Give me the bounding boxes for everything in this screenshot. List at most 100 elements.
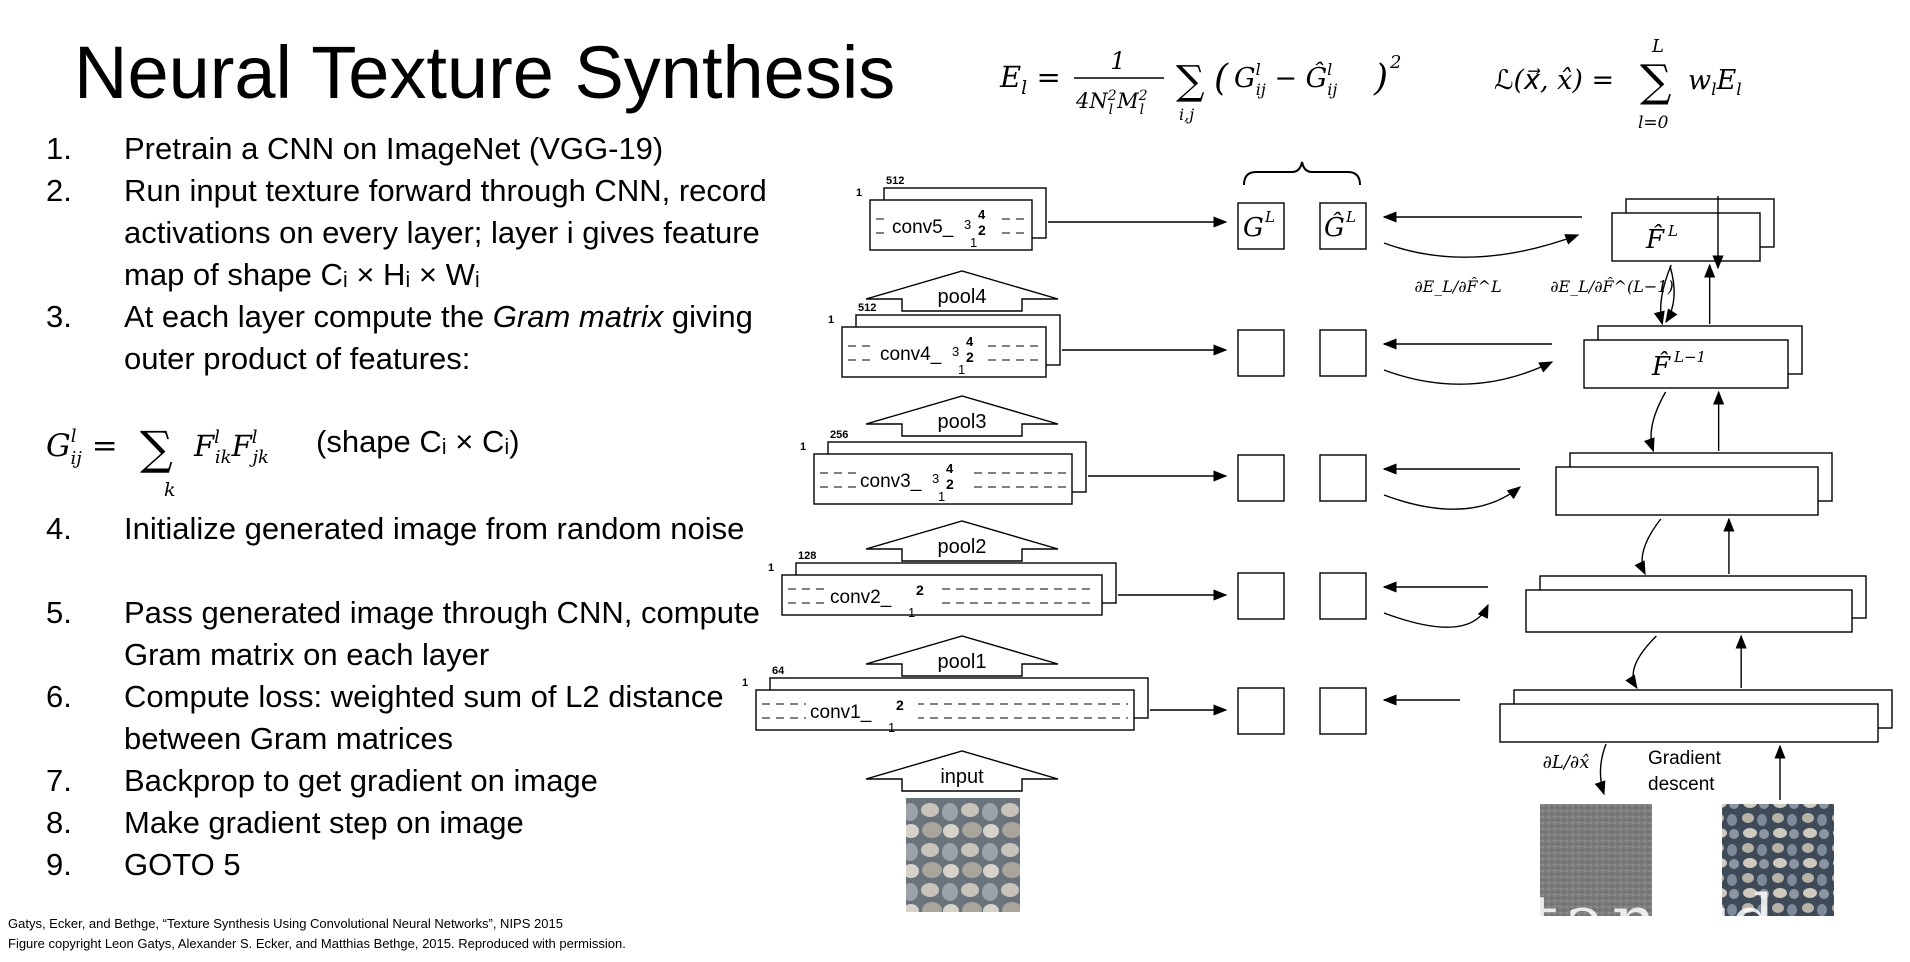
gram-box bbox=[1237, 454, 1285, 502]
gram-hat-box bbox=[1319, 687, 1367, 735]
gram-box bbox=[1237, 572, 1285, 620]
pool-arrow bbox=[865, 520, 1059, 562]
layer-back-box bbox=[855, 314, 1061, 366]
down-curve-arrow bbox=[1634, 518, 1662, 576]
step-text: Make gradient step on image bbox=[124, 805, 524, 840]
step-9: 9. GOTO 5 bbox=[46, 844, 746, 886]
gen-back-box bbox=[1539, 575, 1867, 619]
step-text: Pass generated image through CNN, comput… bbox=[124, 595, 760, 672]
svg-text:2: 2 bbox=[1389, 52, 1401, 73]
layer-front-box bbox=[841, 326, 1047, 378]
gen-front-box bbox=[1555, 466, 1819, 516]
step-8: 8. Make gradient step on image bbox=[46, 802, 746, 844]
gradient-descent-label-2: descent bbox=[1648, 774, 1715, 795]
gradient-curve-arrow bbox=[1383, 361, 1554, 385]
step-number: 6. bbox=[46, 679, 72, 714]
svg-text:i,j: i,j bbox=[1179, 105, 1194, 124]
layer-front-box bbox=[755, 689, 1135, 731]
layer-one-label: 1 bbox=[828, 314, 834, 326]
layer-label-bg bbox=[876, 331, 988, 373]
loss-formula: ℒ(x⃗, x̂) = L ∑ l=0 wlEl bbox=[1492, 32, 1792, 150]
gram-label: G bbox=[1243, 213, 1264, 243]
svg-text:1: 1 bbox=[1110, 47, 1125, 75]
gram-hat-box bbox=[1319, 572, 1367, 620]
pool-arrow bbox=[865, 750, 1059, 792]
step-text: Run input texture forward through CNN, r… bbox=[124, 173, 767, 292]
step-text-a: At each layer compute the bbox=[124, 299, 493, 334]
gram-box bbox=[1237, 202, 1285, 250]
step-number: 4. bbox=[46, 511, 72, 546]
layer-label-bg bbox=[888, 204, 1000, 246]
step-text: Backprop to get gradient on image bbox=[124, 763, 598, 798]
step-4: 4. Initialize generated image from rando… bbox=[46, 508, 804, 592]
watermark-text: tan rd bbox=[1530, 880, 1782, 962]
copyright-footer: Figure copyright Leon Gatys, Alexander S… bbox=[8, 936, 626, 951]
layer-back-box bbox=[827, 441, 1087, 493]
steps-list-continued: 4. Initialize generated image from rando… bbox=[46, 508, 760, 886]
gram-hat-box bbox=[1319, 329, 1367, 377]
step-number: 3. bbox=[46, 299, 72, 334]
step-number: 1. bbox=[46, 131, 72, 166]
svg-text:El =: El = bbox=[999, 60, 1061, 99]
layer-label-bg bbox=[856, 458, 968, 500]
step-1: 1. Pretrain a CNN on ImageNet (VGG-19) bbox=[46, 128, 746, 170]
gram-shape: (shape Cᵢ × Cᵢ) bbox=[316, 424, 520, 459]
svg-text:ℒ(x⃗, x̂) =: ℒ(x⃗, x̂) = bbox=[1494, 65, 1614, 96]
step-text: Pretrain a CNN on ImageNet (VGG-19) bbox=[124, 131, 664, 166]
gram-brace bbox=[1243, 161, 1361, 186]
layer-one-label: 1 bbox=[856, 187, 862, 199]
pool-label: pool2 bbox=[938, 536, 987, 558]
gradient-descent-label: Gradient bbox=[1648, 748, 1722, 769]
layer-label: conv3_ bbox=[860, 471, 922, 492]
svg-text:k: k bbox=[164, 479, 176, 501]
layer-back-box bbox=[883, 187, 1047, 239]
layer-sub1-index: 1 bbox=[958, 362, 965, 377]
gram-hat-sup: L bbox=[1345, 208, 1356, 226]
svg-text:∑: ∑ bbox=[1176, 58, 1205, 104]
layer-channel-count: 512 bbox=[858, 302, 876, 314]
gen-front-box bbox=[1583, 339, 1789, 389]
svg-text:): ) bbox=[1373, 58, 1388, 99]
gram-box bbox=[1237, 687, 1285, 735]
step-5: 5. Pass generated image through CNN, com… bbox=[46, 592, 784, 676]
pool-arrow bbox=[865, 635, 1059, 677]
dE-dF1-label: ∂E_L/∂F̂^(L−1) bbox=[1550, 277, 1673, 296]
loss-formula-svg: ℒ(x⃗, x̂) = L ∑ l=0 wlEl bbox=[1494, 36, 1742, 133]
down-curve-arrow bbox=[1625, 635, 1657, 690]
step-number: 9. bbox=[46, 847, 72, 882]
step-7: 7. Backprop to get gradient on image bbox=[46, 760, 746, 802]
layer-sup-index: 4 bbox=[946, 461, 954, 476]
gen-front-box bbox=[1499, 703, 1879, 743]
layer-back-box bbox=[795, 562, 1117, 604]
gram-hat-box bbox=[1319, 454, 1367, 502]
layer-label-bg bbox=[806, 694, 918, 726]
layer-channel-count: 512 bbox=[886, 175, 904, 187]
gradient-arrow bbox=[1594, 743, 1607, 796]
step-text-emphasis: Gram matrix bbox=[492, 299, 664, 334]
pool-arrow bbox=[865, 270, 1059, 312]
svg-text:∑: ∑ bbox=[1640, 56, 1671, 107]
gen-back-box bbox=[1625, 198, 1775, 248]
step-6: 6. Compute loss: weighted sum of L2 dist… bbox=[46, 676, 764, 760]
f-hat-L-sup: L bbox=[1667, 222, 1678, 240]
layer-one-label: 1 bbox=[800, 441, 806, 453]
pool-label: pool1 bbox=[938, 651, 987, 673]
step-number: 8. bbox=[46, 805, 72, 840]
layer-sub1-index: 1 bbox=[970, 235, 977, 250]
gram-box bbox=[1237, 329, 1285, 377]
layer-sup-index: 2 bbox=[916, 582, 924, 598]
step-text: Compute loss: weighted sum of L2 distanc… bbox=[124, 679, 724, 756]
step-number: 7. bbox=[46, 763, 72, 798]
down-curve-arrow bbox=[1653, 264, 1672, 326]
gram-sup: L bbox=[1264, 208, 1275, 226]
dL-dx-label: ∂L/∂x̂ bbox=[1543, 752, 1590, 773]
layer-sup-index: 2 bbox=[896, 697, 904, 713]
step-2: 2. Run input texture forward through CNN… bbox=[46, 170, 784, 296]
